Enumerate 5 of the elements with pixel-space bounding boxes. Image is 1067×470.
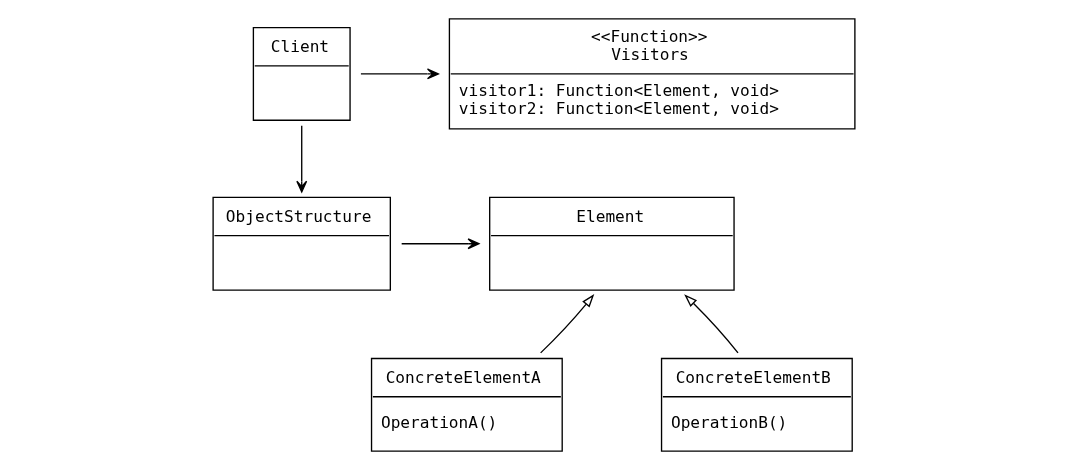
arrow bbox=[295, 125, 307, 193]
arrow bbox=[683, 294, 739, 354]
arrow bbox=[359, 68, 439, 80]
arrow bbox=[539, 294, 594, 354]
arrow bbox=[400, 238, 480, 250]
